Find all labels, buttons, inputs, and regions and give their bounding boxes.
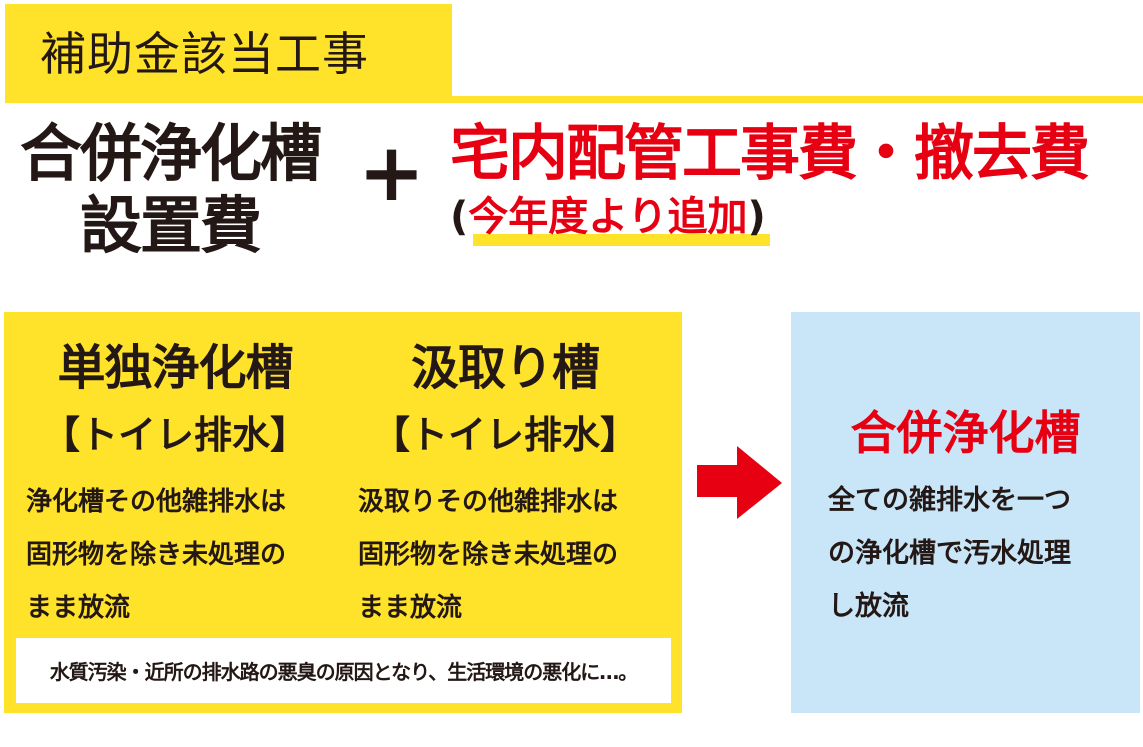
kumitori-line1: 汲取りその他雑排水は xyxy=(358,487,619,517)
formula-right-term: 宅内配管工事費・撤去費 xyxy=(450,119,1090,189)
tandoku-subtitle: 【トイレ排水】 xyxy=(41,413,308,457)
kumitori-title: 汲取り槽 xyxy=(410,340,600,396)
formula-left-line2: 設置費 xyxy=(79,189,262,262)
tandoku-line2: 固形物を除き未処理の xyxy=(26,540,287,570)
gappei-line1: 全ての雑排水を一つ xyxy=(828,485,1071,516)
open-paren: ( xyxy=(450,194,469,240)
kumitori-line3: まま放流 xyxy=(358,593,463,623)
gappei-line3: し放流 xyxy=(828,591,909,622)
arrow-right-icon xyxy=(697,446,782,519)
gappei-title: 合併浄化槽 xyxy=(850,406,1081,460)
kumitori-subtitle: 【トイレ排水】 xyxy=(371,413,638,457)
after-panel xyxy=(791,312,1140,713)
header-title: 補助金該当工事 xyxy=(40,27,369,81)
tandoku-line3: まま放流 xyxy=(26,593,131,623)
header-title-box xyxy=(5,4,452,103)
gappei-description: 全ての雑排水を一つ の浄化槽で汚水処理 し放流 xyxy=(828,474,1071,633)
tandoku-title: 単独浄化槽 xyxy=(57,340,293,396)
header-divider-line xyxy=(452,96,1143,103)
plus-icon: + xyxy=(358,126,426,219)
formula-left-term: 合併浄化槽 設置費 xyxy=(10,118,330,262)
kumitori-line2: 固形物を除き未処理の xyxy=(358,540,619,570)
formula-left-line1: 合併浄化槽 xyxy=(19,117,322,190)
warning-note-text: 水質汚染・近所の排水路の悪臭の原因となり、生活環境の悪化に…。 xyxy=(49,660,639,684)
warning-note-box: 水質汚染・近所の排水路の悪臭の原因となり、生活環境の悪化に…。 xyxy=(16,638,671,703)
tandoku-description: 浄化槽その他雑排水は 固形物を除き未処理の まま放流 xyxy=(26,476,286,635)
tandoku-line1: 浄化槽その他雑排水は xyxy=(26,487,287,517)
highlight-underline xyxy=(473,234,770,246)
formula-right-note: (今年度より追加) xyxy=(450,192,766,242)
kumitori-description: 汲取りその他雑排水は 固形物を除き未処理の まま放流 xyxy=(358,476,618,635)
new-this-year-label: 今年度より追加 xyxy=(468,194,748,240)
close-paren: ) xyxy=(747,194,766,240)
gappei-line2: の浄化槽で汚水処理 xyxy=(828,538,1071,569)
